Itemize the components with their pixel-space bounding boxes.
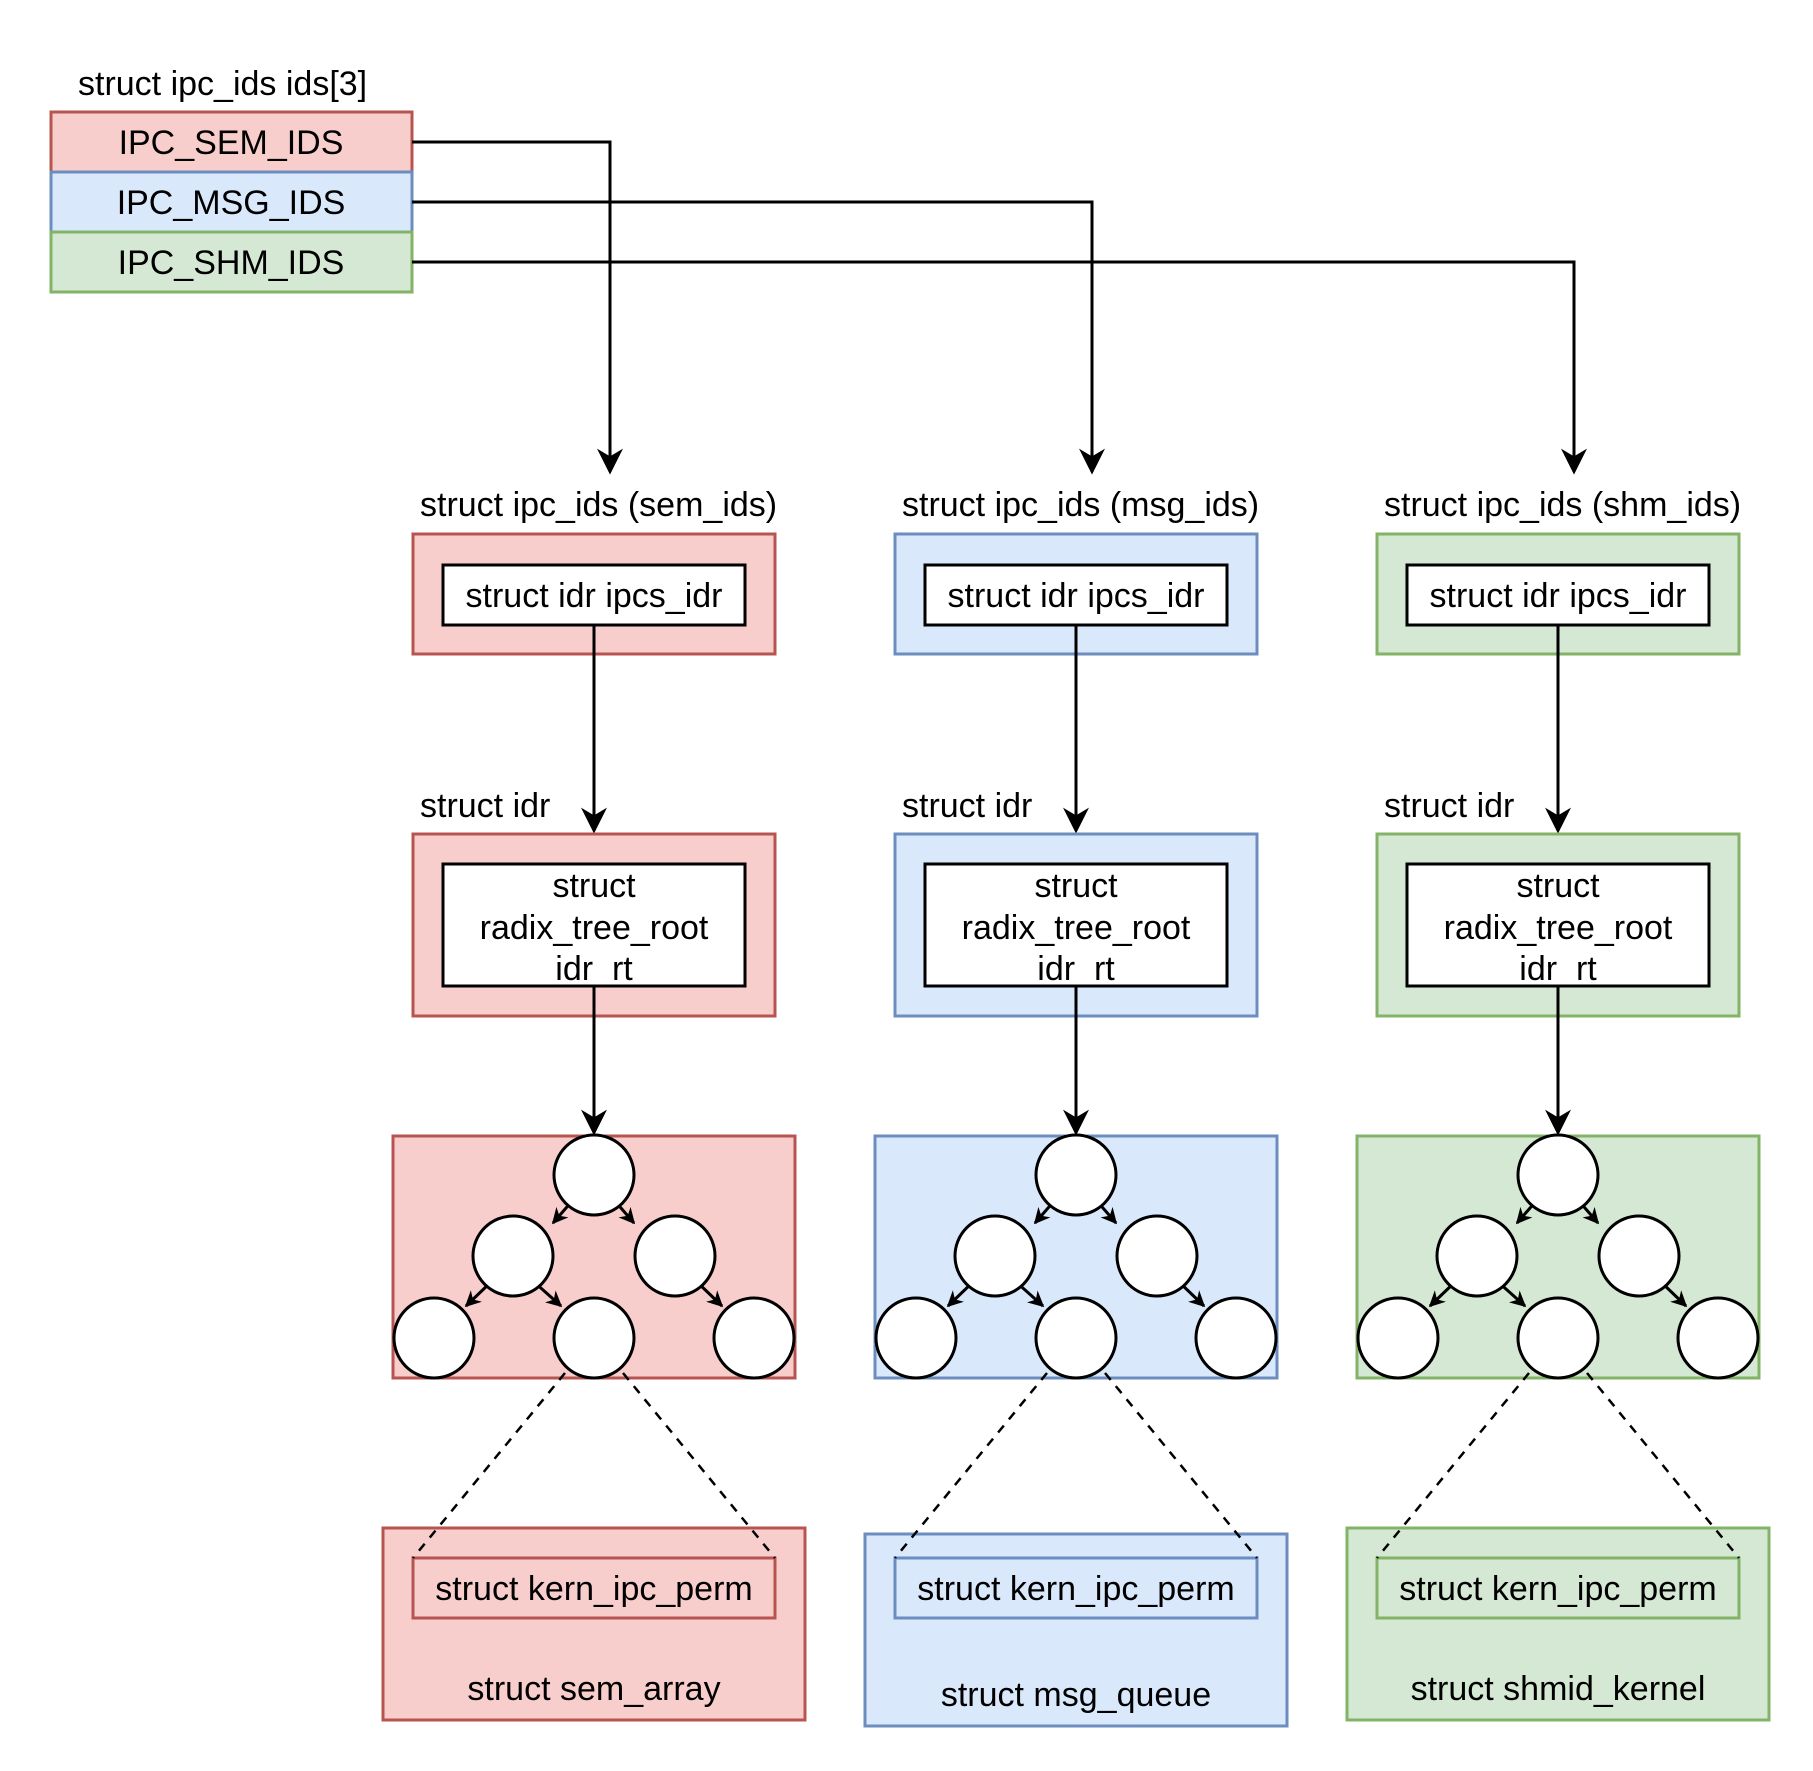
sem-radix-tree <box>391 1133 797 1380</box>
tree-node <box>1516 1133 1600 1217</box>
sem-perm-field <box>411 1556 777 1620</box>
msg-radix-root-field <box>923 862 1229 988</box>
msg-radix-tree <box>873 1133 1279 1380</box>
shm-perm-field <box>1375 1556 1741 1620</box>
tree-node <box>874 1296 958 1380</box>
sem-object-label: struct sem_array <box>467 1670 720 1708</box>
sem-perm-label: struct kern_ipc_perm <box>435 1570 752 1608</box>
sem-radix-line-3: idr_rt <box>555 950 633 988</box>
sem-column: struct ipc_ids (sem_ids) struct idr ipcs… <box>381 486 807 1722</box>
tree-node <box>953 1214 1037 1298</box>
sem-radix-line-1: struct <box>552 867 636 905</box>
tree-node <box>471 1214 555 1298</box>
msg-perm-field <box>893 1556 1259 1620</box>
msg-zoom-line-left <box>894 1372 1048 1559</box>
array-row-msg: IPC_MSG_IDS <box>49 170 414 234</box>
msg-perm-label: struct kern_ipc_perm <box>917 1570 1234 1608</box>
shm-radix-line-2: radix_tree_root <box>1444 909 1673 947</box>
msg-idr-title: struct idr <box>902 787 1032 825</box>
shm-radix-line-1: struct <box>1516 867 1600 905</box>
sem-zoom-line-right <box>622 1372 776 1559</box>
sem-idr-title: struct idr <box>420 787 550 825</box>
msg-ipc-ids-title: struct ipc_ids (msg_ids) <box>902 486 1259 524</box>
shm-idr-title: struct idr <box>1384 787 1514 825</box>
sem-ipcs-idr-label: struct idr ipcs_idr <box>466 577 723 615</box>
sem-ids-connector <box>412 140 623 475</box>
array-row-sem-box <box>49 110 414 174</box>
shm-zoom-line-right <box>1586 1372 1740 1559</box>
shm-ipcs-idr-label: struct idr ipcs_idr <box>1430 577 1687 615</box>
tree-node <box>1676 1296 1760 1380</box>
shm-radix-line-3: idr_rt <box>1519 950 1597 988</box>
tree-node <box>1115 1214 1199 1298</box>
array-row-shm-box <box>49 230 414 294</box>
tree-node <box>1597 1214 1681 1298</box>
sem-ipc-ids-title: struct ipc_ids (sem_ids) <box>420 486 777 524</box>
tree-node <box>552 1296 636 1380</box>
array-row-msg-label: IPC_MSG_IDS <box>117 184 346 222</box>
tree-node <box>1194 1296 1278 1380</box>
tree-node <box>1034 1296 1118 1380</box>
tree-node <box>552 1133 636 1217</box>
msg-object-label: struct msg_queue <box>941 1676 1211 1714</box>
tree-node <box>1435 1214 1519 1298</box>
msg-ids-connector <box>412 200 1105 475</box>
msg-ipcs-idr-label: struct idr ipcs_idr <box>948 577 1205 615</box>
tree-node <box>1356 1296 1440 1380</box>
msg-radix-line-2: radix_tree_root <box>962 909 1191 947</box>
tree-node <box>712 1296 796 1380</box>
msg-column: struct ipc_ids (msg_ids) struct idr ipcs… <box>863 486 1289 1728</box>
shm-ipcs-idr-field <box>1405 563 1711 627</box>
shm-radix-tree <box>1355 1133 1761 1380</box>
array-row-shm: IPC_SHM_IDS <box>49 230 414 294</box>
array-row-sem-label: IPC_SEM_IDS <box>119 124 344 162</box>
shm-ids-connector <box>412 260 1587 475</box>
shm-object-label: struct shmid_kernel <box>1411 1670 1706 1708</box>
msg-radix-line-3: idr_rt <box>1037 950 1115 988</box>
array-title: struct ipc_ids ids[3] <box>78 65 367 103</box>
tree-node <box>392 1296 476 1380</box>
shm-ipc-ids-title: struct ipc_ids (shm_ids) <box>1384 486 1741 524</box>
msg-zoom-line-right <box>1104 1372 1258 1559</box>
tree-node <box>1516 1296 1600 1380</box>
tree-node <box>633 1214 717 1298</box>
shm-radix-root-field <box>1405 862 1711 988</box>
msg-radix-line-1: struct <box>1034 867 1118 905</box>
array-row-sem: IPC_SEM_IDS <box>49 110 414 174</box>
sem-radix-root-field <box>441 862 747 988</box>
ipc-ids-array: struct ipc_ids ids[3] IPC_SEM_IDS IPC_MS… <box>49 65 414 294</box>
shm-perm-label: struct kern_ipc_perm <box>1399 1570 1716 1608</box>
array-row-msg-box <box>49 170 414 234</box>
tree-node <box>1034 1133 1118 1217</box>
sem-radix-line-2: radix_tree_root <box>480 909 709 947</box>
array-row-shm-label: IPC_SHM_IDS <box>118 244 345 282</box>
sem-zoom-line-left <box>412 1372 566 1559</box>
shm-column: struct ipc_ids (shm_ids) struct idr ipcs… <box>1345 486 1771 1722</box>
shm-zoom-line-left <box>1376 1372 1530 1559</box>
